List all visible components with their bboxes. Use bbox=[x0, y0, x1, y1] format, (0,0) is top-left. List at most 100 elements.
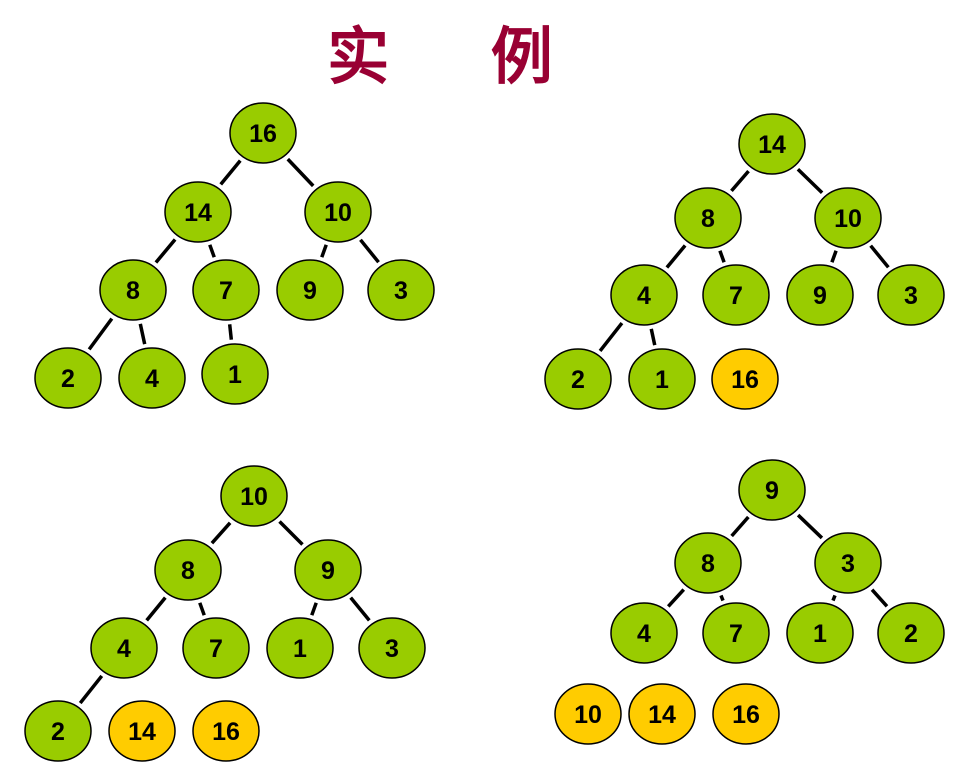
node-label: 7 bbox=[729, 282, 743, 310]
node-circle bbox=[276, 259, 344, 321]
node-circle bbox=[201, 343, 269, 405]
node-circle bbox=[24, 700, 92, 762]
node-circle bbox=[118, 347, 186, 409]
node-label: 8 bbox=[701, 550, 715, 578]
node-circle bbox=[544, 348, 612, 410]
node-circle bbox=[628, 683, 696, 745]
heap-node: 2 bbox=[544, 348, 612, 410]
node-circle bbox=[674, 187, 742, 249]
node-circle bbox=[674, 532, 742, 594]
node-label: 14 bbox=[648, 701, 676, 729]
node-label: 1 bbox=[813, 620, 827, 648]
tree-edge bbox=[198, 602, 206, 616]
heap-node: 8 bbox=[674, 532, 742, 594]
heap-node: 4 bbox=[90, 617, 158, 679]
node-circle bbox=[877, 264, 945, 326]
node-circle bbox=[738, 113, 806, 175]
tree-edge bbox=[349, 596, 371, 622]
node-circle bbox=[108, 700, 176, 762]
node-label: 14 bbox=[128, 718, 156, 746]
node-circle bbox=[34, 347, 102, 409]
node-label: 9 bbox=[321, 557, 335, 585]
node-label: 3 bbox=[841, 550, 855, 578]
node-label: 3 bbox=[394, 277, 408, 305]
node-circle bbox=[154, 539, 222, 601]
node-circle bbox=[192, 259, 260, 321]
node-label: 1 bbox=[293, 635, 307, 663]
heap-node: 4 bbox=[610, 264, 678, 326]
heap-node: 14 bbox=[738, 113, 806, 175]
heap-node: 16 bbox=[229, 102, 297, 164]
tree-edge bbox=[796, 513, 824, 540]
node-label: 10 bbox=[324, 199, 352, 227]
heap-node: 4 bbox=[610, 602, 678, 664]
node-circle bbox=[712, 683, 780, 745]
node-label: 16 bbox=[732, 701, 760, 729]
node-label: 14 bbox=[184, 199, 212, 227]
node-circle bbox=[304, 181, 372, 243]
node-label: 9 bbox=[765, 477, 779, 505]
node-circle bbox=[814, 187, 882, 249]
node-circle bbox=[164, 181, 232, 243]
tree-edge bbox=[210, 521, 232, 545]
heap-node: 1 bbox=[266, 617, 334, 679]
sorted-node: 16 bbox=[711, 348, 779, 410]
sorted-node: 16 bbox=[192, 700, 260, 762]
tree-edge bbox=[320, 244, 328, 258]
node-circle bbox=[610, 602, 678, 664]
node-label: 7 bbox=[209, 635, 223, 663]
node-label: 4 bbox=[145, 365, 159, 393]
tree-edge bbox=[78, 674, 104, 705]
node-label: 9 bbox=[813, 282, 827, 310]
tree-edge bbox=[870, 588, 889, 608]
node-circle bbox=[877, 602, 945, 664]
node-circle bbox=[702, 264, 770, 326]
node-circle bbox=[182, 617, 250, 679]
tree-edge bbox=[278, 520, 304, 546]
sorted-node: 14 bbox=[108, 700, 176, 762]
node-label: 4 bbox=[117, 635, 131, 663]
tree-edge bbox=[649, 328, 657, 346]
node-label: 4 bbox=[637, 620, 651, 648]
node-label: 1 bbox=[655, 366, 669, 394]
heap-node: 3 bbox=[367, 259, 435, 321]
node-label: 10 bbox=[834, 205, 862, 233]
heap-node: 7 bbox=[702, 602, 770, 664]
heap-node: 7 bbox=[182, 617, 250, 679]
tree-edge bbox=[869, 244, 890, 269]
node-circle bbox=[220, 465, 288, 527]
tree-edge bbox=[87, 317, 114, 351]
heap-node: 10 bbox=[814, 187, 882, 249]
heap-node: 2 bbox=[24, 700, 92, 762]
node-label: 2 bbox=[904, 620, 918, 648]
sorted-node: 10 bbox=[554, 683, 622, 745]
tree-edge bbox=[830, 250, 838, 263]
tree-edge bbox=[719, 594, 725, 602]
node-circle bbox=[192, 700, 260, 762]
heap-node: 1 bbox=[628, 348, 696, 410]
tree-edge bbox=[598, 321, 624, 353]
node-label: 16 bbox=[212, 718, 240, 746]
tree-edge bbox=[796, 167, 824, 195]
node-label: 4 bbox=[637, 282, 651, 310]
node-circle bbox=[99, 259, 167, 321]
node-circle bbox=[786, 602, 854, 664]
tree-edge bbox=[730, 169, 750, 193]
tree-edge bbox=[730, 515, 750, 538]
heap-node: 1 bbox=[786, 602, 854, 664]
tree-edge bbox=[208, 244, 216, 258]
node-label: 10 bbox=[240, 483, 268, 511]
tree-edge bbox=[154, 238, 177, 264]
heap-node: 10 bbox=[220, 465, 288, 527]
node-circle bbox=[738, 459, 806, 521]
heap-node: 7 bbox=[192, 259, 260, 321]
node-label: 8 bbox=[701, 205, 715, 233]
heap-node: 7 bbox=[702, 264, 770, 326]
heap-node: 9 bbox=[738, 459, 806, 521]
tree-edge bbox=[666, 588, 686, 608]
node-label: 7 bbox=[729, 620, 743, 648]
tree-edge bbox=[286, 157, 315, 188]
tree-edge bbox=[665, 244, 687, 269]
sorted-node: 16 bbox=[712, 683, 780, 745]
tree-edge bbox=[831, 594, 837, 602]
